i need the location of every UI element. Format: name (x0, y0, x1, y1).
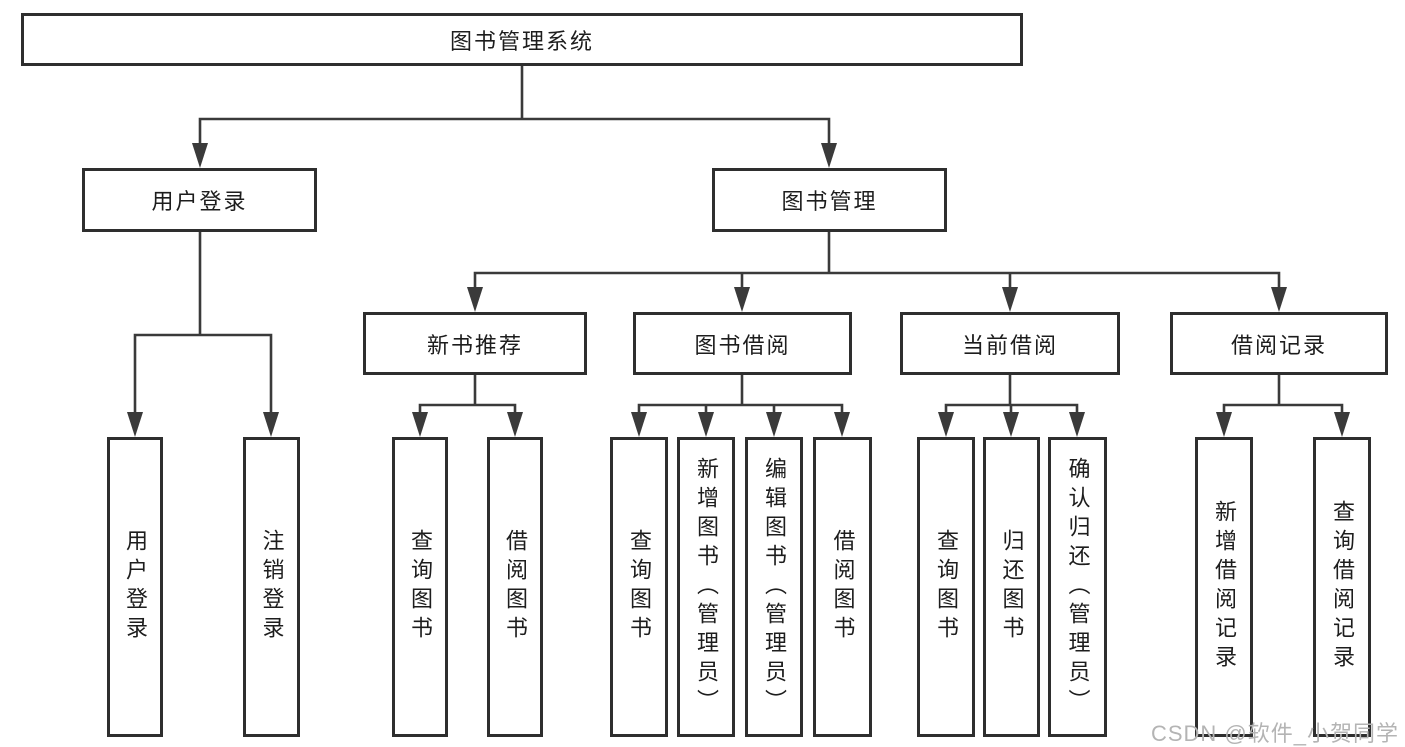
leaf-confirm-return-admin-label: 确认归还（管理员） (1065, 456, 1091, 718)
leaf-logout-login: 注销登录 (243, 437, 300, 737)
connector-current-borrow-children (938, 375, 1085, 437)
leaf-user-login: 用户登录 (107, 437, 163, 737)
node-book-management: 图书管理 (712, 168, 947, 232)
node-new-book-recommend-label: 新书推荐 (426, 332, 523, 358)
node-book-management-label: 图书管理 (781, 189, 878, 214)
node-user-login-label: 用户登录 (151, 189, 248, 214)
leaf-add-borrow-record-label: 新增借阅记录 (1212, 500, 1237, 674)
leaf-query-books-current-label: 查询图书 (934, 529, 959, 645)
leaf-add-borrow-record: 新增借阅记录 (1195, 437, 1253, 737)
node-book-borrow-label: 图书借阅 (694, 332, 791, 358)
leaf-return-books-label: 归还图书 (999, 529, 1025, 645)
leaf-query-books-recommend-label: 查询图书 (408, 529, 433, 645)
leaf-query-borrow-record-label: 查询借阅记录 (1330, 500, 1355, 674)
node-borrow-records: 借阅记录 (1170, 312, 1388, 375)
node-user-login: 用户登录 (82, 168, 317, 232)
node-root: 图书管理系统 (21, 13, 1023, 66)
leaf-add-books-admin: 新增图书（管理员） (677, 437, 735, 737)
node-book-borrow: 图书借阅 (633, 312, 852, 375)
connector-book-borrow-children (631, 375, 850, 437)
leaf-confirm-return-admin: 确认归还（管理员） (1048, 437, 1107, 737)
node-new-book-recommend: 新书推荐 (363, 312, 587, 375)
leaf-logout-login-label: 注销登录 (259, 529, 285, 645)
leaf-query-books-recommend: 查询图书 (392, 437, 448, 737)
leaf-borrow-books-recommend-label: 借阅图书 (503, 529, 528, 645)
leaf-add-books-admin-label: 新增图书（管理员） (694, 456, 719, 718)
leaf-borrow-books: 借阅图书 (813, 437, 872, 737)
connector-book-management-children (467, 232, 1287, 312)
leaf-edit-books-admin: 编辑图书（管理员） (745, 437, 803, 737)
leaf-query-books-borrow: 查询图书 (610, 437, 668, 737)
leaf-user-login-label: 用户登录 (123, 529, 148, 645)
leaf-borrow-books-recommend: 借阅图书 (487, 437, 543, 737)
connector-user-login-children (127, 232, 279, 437)
node-current-borrow-label: 当前借阅 (961, 332, 1058, 358)
connector-new-book-children (412, 375, 523, 437)
node-root-label: 图书管理系统 (449, 28, 594, 54)
connector-root-to-level2 (192, 66, 837, 168)
leaf-query-books-borrow-label: 查询图书 (627, 529, 652, 645)
leaf-borrow-books-label: 借阅图书 (830, 529, 856, 645)
node-current-borrow: 当前借阅 (900, 312, 1120, 375)
watermark: CSDN @软件_小贺同学 (1150, 721, 1399, 746)
leaf-query-borrow-record: 查询借阅记录 (1313, 437, 1371, 737)
connector-borrow-records-children (1216, 375, 1350, 437)
leaf-return-books: 归还图书 (983, 437, 1040, 737)
leaf-edit-books-admin-label: 编辑图书（管理员） (762, 456, 787, 718)
leaf-query-books-current: 查询图书 (917, 437, 975, 737)
node-borrow-records-label: 借阅记录 (1230, 332, 1327, 358)
